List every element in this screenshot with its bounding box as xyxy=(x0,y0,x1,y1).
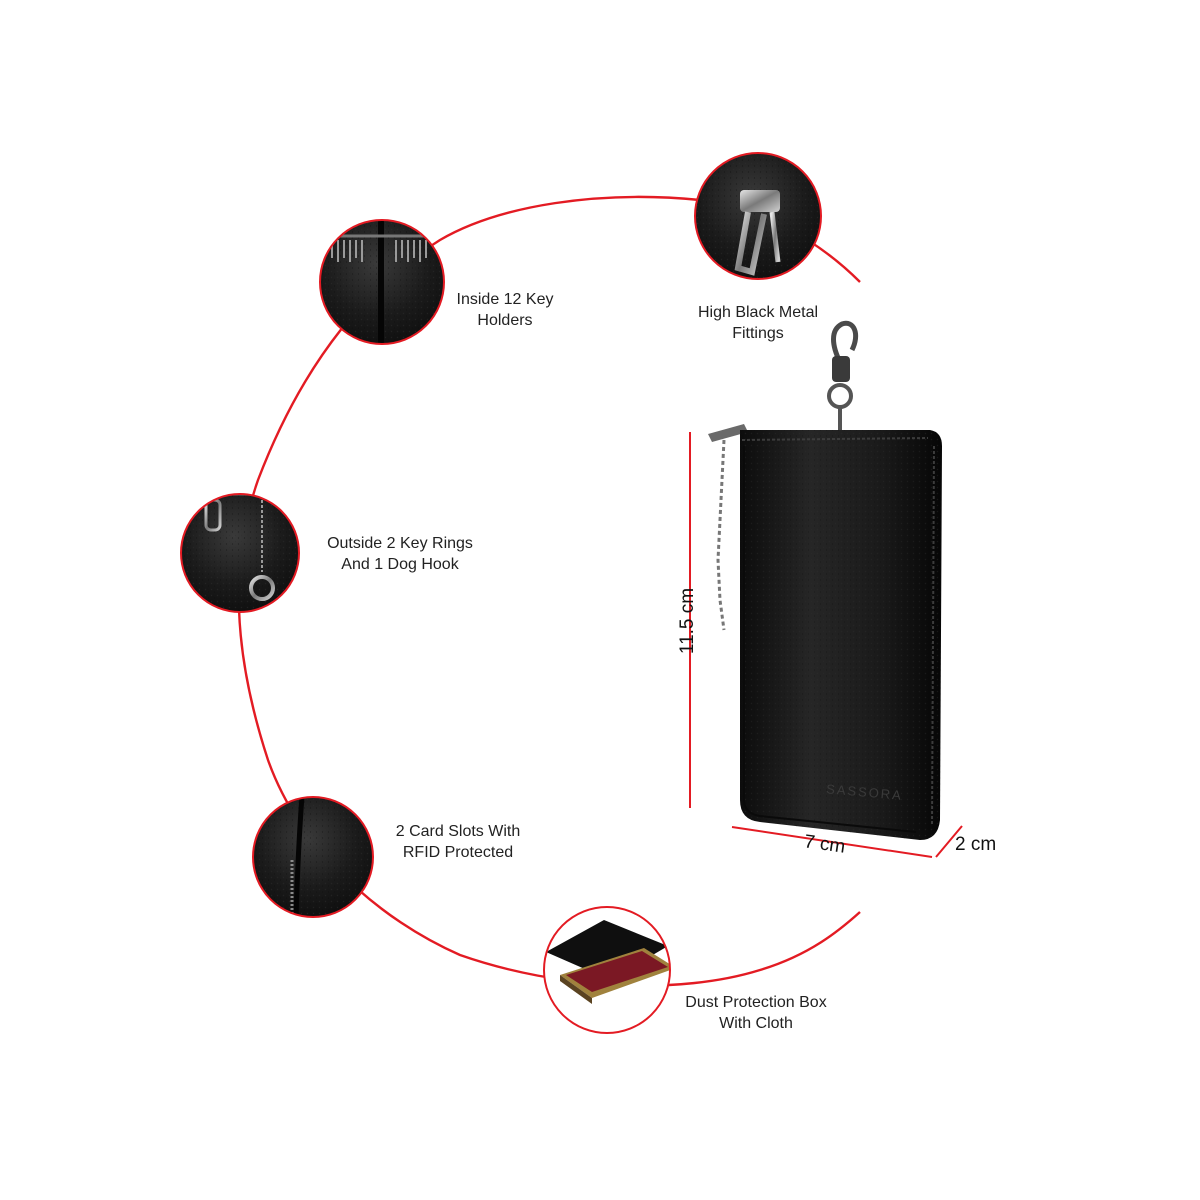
feature-label-card-slots: 2 Card Slots With RFID Protected xyxy=(383,821,533,863)
depth-dimension-label: 2 cm xyxy=(955,834,997,855)
feature-label-line: And 1 Dog Hook xyxy=(341,556,459,573)
feature-label-key-rings: Outside 2 Key Rings And 1 Dog Hook xyxy=(312,533,488,575)
feature-label-line: 2 Card Slots With xyxy=(395,823,521,840)
feature-label-line: Inside 12 Key xyxy=(456,291,554,308)
metal-fittings-detail-image xyxy=(694,152,822,280)
feature-label-line: RFID Protected xyxy=(402,844,514,861)
feature-label-dust-box: Dust Protection Box With Cloth xyxy=(670,992,842,1034)
feature-label-line: Holders xyxy=(477,312,533,329)
feature-label-key-holders: Inside 12 Key Holders xyxy=(440,289,570,331)
width-dimension-line xyxy=(731,826,933,858)
feature-label-line: Outside 2 Key Rings xyxy=(327,535,473,552)
card-slots-detail-image xyxy=(252,796,374,918)
feature-label-line: High Black Metal xyxy=(697,304,819,321)
feature-label-line: Dust Protection Box xyxy=(685,994,827,1011)
feature-label-line: Fittings xyxy=(732,325,784,342)
key-holders-detail-image xyxy=(319,219,445,345)
dust-box-detail-image xyxy=(543,906,671,1034)
height-dimension-label: 11.5 cm xyxy=(677,587,698,655)
key-rings-detail-image xyxy=(180,493,300,613)
key-wallet-product-image xyxy=(708,320,942,840)
depth-dimension-line xyxy=(935,825,963,858)
feature-label-line: With Cloth xyxy=(719,1015,793,1032)
feature-label-metal-fittings: High Black Metal Fittings xyxy=(683,302,833,344)
